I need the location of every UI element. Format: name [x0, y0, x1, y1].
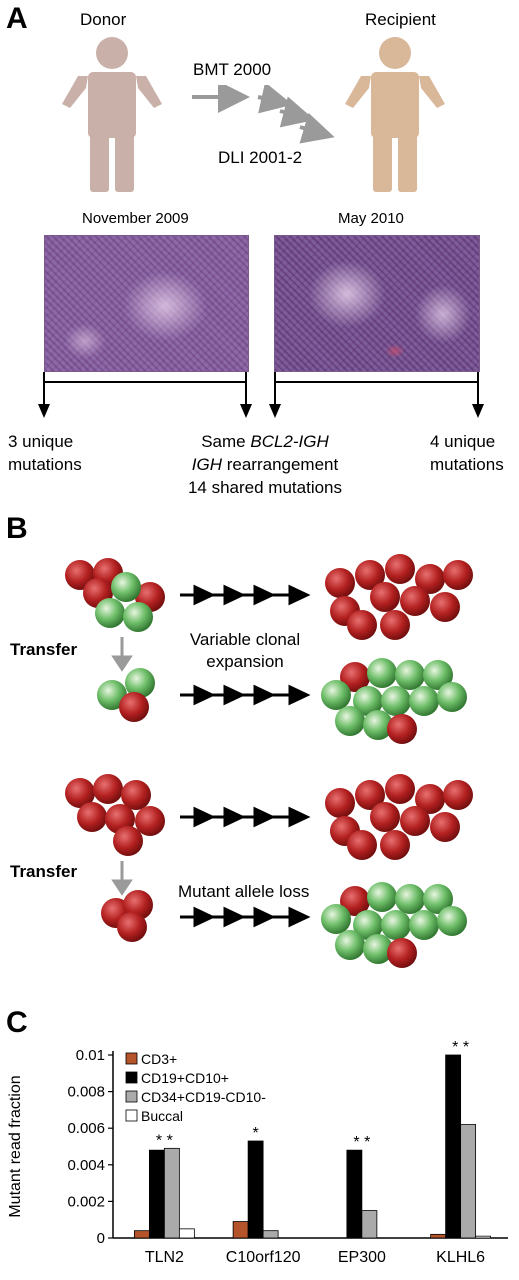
bar — [163, 1147, 180, 1239]
shared-line-2: IGH rearrangement — [191, 455, 339, 474]
y-tick-label: 0.008 — [67, 1084, 105, 1101]
bar — [346, 1149, 363, 1239]
legend-label: Buccal — [141, 1108, 183, 1124]
bmt-label: BMT 2000 — [193, 60, 272, 79]
significance-marker: * — [253, 1125, 259, 1142]
dli-arrow-2 — [279, 96, 315, 128]
black-arrows-row-1 — [180, 584, 311, 606]
right-unique-mutations-line1: 4 unique — [430, 432, 496, 451]
donor-figure-icon — [62, 37, 162, 192]
cluster-7-small-red — [101, 890, 153, 942]
transfer-arrows — [192, 85, 335, 144]
bar — [178, 1228, 195, 1239]
cluster-4-green-expanded — [321, 658, 467, 744]
legend-label: CD3+ — [141, 1051, 177, 1067]
legend-label: CD34+CD19-CD10- — [141, 1089, 266, 1105]
date-may-2010: May 2010 — [338, 210, 404, 227]
recipient-figure-icon — [345, 37, 445, 192]
x-tick-label: TLN2 — [145, 1249, 184, 1266]
bar — [361, 1210, 378, 1239]
black-arrows-row-4 — [180, 906, 311, 928]
legend-label: CD19+CD10+ — [141, 1070, 229, 1086]
bar — [247, 1140, 264, 1239]
dli-arrow-3 — [299, 112, 335, 144]
legend-swatch — [125, 1109, 138, 1122]
transfer-label-2: Transfer — [10, 862, 78, 881]
cluster-8-green-expanded — [321, 882, 467, 968]
histology-image-nov-2009 — [44, 235, 249, 372]
cluster-5-red — [65, 774, 165, 856]
dli-label: DLI 2001-2 — [218, 148, 303, 167]
black-arrows-row-3 — [180, 806, 311, 828]
histology-image-may-2010 — [274, 235, 480, 372]
cluster-3-small-mixed — [97, 668, 155, 722]
significance-marker: * * — [353, 1134, 370, 1151]
shared-line-1: Same BCL2-IGH — [201, 432, 329, 451]
shared-line-3: 14 shared mutations — [187, 478, 343, 497]
gray-down-arrow-2 — [111, 861, 133, 896]
recipient-label: Recipient — [365, 10, 436, 29]
legend-swatch — [125, 1052, 138, 1065]
bar — [445, 1054, 462, 1239]
panel-b-letter: B — [6, 512, 28, 545]
legend-swatch — [125, 1090, 138, 1103]
significance-marker: * * — [452, 1039, 469, 1056]
gray-down-arrow-1 — [111, 637, 133, 672]
cluster-1-mixed — [65, 558, 165, 632]
bar — [460, 1124, 477, 1239]
x-tick-label: C10orf120 — [226, 1249, 301, 1266]
x-tick-label: KLHL6 — [436, 1249, 485, 1266]
bar — [430, 1233, 447, 1239]
black-arrows-row-2 — [180, 684, 311, 706]
mutant-allele-loss-label: Mutant allele loss — [178, 882, 310, 901]
variable-expansion-line1: Variable clonal — [189, 630, 301, 649]
variable-expansion-line2: expansion — [206, 652, 284, 671]
cluster-2-red-expanded — [325, 554, 473, 640]
bar — [475, 1235, 492, 1239]
dli-arrow-1 — [257, 85, 293, 114]
significance-marker: * * — [156, 1132, 173, 1149]
panel-c-letter: C — [6, 1006, 28, 1039]
transfer-label-1: Transfer — [10, 640, 78, 659]
y-tick-label: 0 — [97, 1230, 105, 1247]
right-unique-mutations-line2: mutations — [430, 455, 504, 474]
bar — [148, 1149, 165, 1239]
bar — [232, 1221, 249, 1239]
y-tick-label: 0.004 — [67, 1157, 105, 1174]
x-tick-label: EP300 — [338, 1249, 386, 1266]
y-axis-label: Mutant read fraction — [7, 1075, 24, 1217]
clonal-expansion-diagram — [65, 554, 473, 968]
donor-label: Donor — [80, 10, 127, 29]
legend-swatch — [125, 1071, 138, 1084]
date-november-2009: November 2009 — [82, 210, 189, 227]
y-tick-label: 0.002 — [67, 1193, 105, 1210]
y-tick-label: 0.01 — [76, 1047, 105, 1064]
cluster-6-red-expanded — [325, 774, 473, 860]
mutation-bracket-arrows — [38, 372, 484, 418]
left-unique-mutations-line1: 3 unique — [8, 432, 74, 451]
left-unique-mutations-line2: mutations — [8, 455, 82, 474]
y-tick-label: 0.006 — [67, 1120, 105, 1137]
bar — [262, 1230, 279, 1239]
panel-a-letter: A — [6, 2, 28, 35]
bar — [133, 1230, 150, 1239]
